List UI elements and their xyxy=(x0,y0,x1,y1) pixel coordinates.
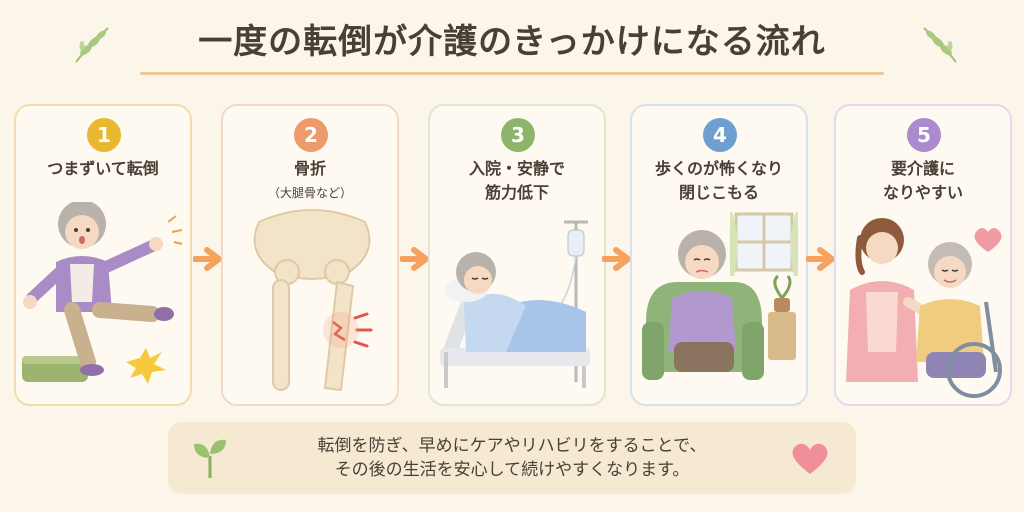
step-card-1: 1 つまずいて転倒 xyxy=(14,104,192,406)
hospital-bed-illustration xyxy=(440,220,590,388)
title-area: 一度の転倒が介護のきっかけになる流れ xyxy=(0,18,1024,66)
step-number-badge: 3 xyxy=(501,118,535,152)
step-card-4: 4 歩くのが怖くなり 閉じこもる xyxy=(630,104,808,406)
arrow-right-icon xyxy=(400,247,429,271)
arrow-right-icon xyxy=(806,247,835,271)
step-card-5: 5 要介護に なりやすい xyxy=(834,104,1012,406)
summary-line-2: その後の生活を安心して続けやすくなります。 xyxy=(334,460,690,480)
heart-icon xyxy=(792,443,828,474)
step-caption-line1: つまずいて転倒 xyxy=(47,159,159,178)
step-number-badge: 2 xyxy=(294,118,328,152)
step-number-badge: 1 xyxy=(87,118,121,152)
step-card-2: 2 骨折 （大腿骨など） xyxy=(221,104,399,406)
step-caption-line1: 要介護に xyxy=(890,159,955,178)
page-title: 一度の転倒が介護のきっかけになる流れ xyxy=(198,22,826,62)
fractured-femur-illustration xyxy=(253,209,373,392)
arrow-right-icon xyxy=(193,247,222,271)
summary-note: 転倒を防ぎ、早めにケアやリハビリをすることで、 その後の生活を安心して続けやすく… xyxy=(168,422,856,494)
step-caption-line1: 入院・安静で xyxy=(468,159,565,178)
caregiver-wheelchair-illustration xyxy=(846,218,1002,398)
step-caption-line2: 閉じこもる xyxy=(678,183,759,202)
leaf-sprig-icon xyxy=(75,27,109,63)
leaf-sprig-icon xyxy=(923,27,957,63)
summary-line-1: 転倒を防ぎ、早めにケアやリハビリをすることで、 xyxy=(317,436,707,456)
summary-text: 転倒を防ぎ、早めにケアやリハビリをすることで、 その後の生活を安心して続けやすく… xyxy=(168,434,856,482)
step-caption-line2: （大腿骨など） xyxy=(267,186,352,200)
step-caption-line1: 歩くのが怖くなり xyxy=(654,159,783,178)
arrow-right-icon xyxy=(602,247,631,271)
falling-elder-illustration xyxy=(22,202,183,384)
withdrawn-elder-illustration xyxy=(642,212,798,380)
step-caption-line2: 筋力低下 xyxy=(484,183,549,202)
sprout-icon xyxy=(194,439,226,478)
step-number-badge: 4 xyxy=(703,118,737,152)
step-caption-line2: なりやすい xyxy=(882,183,963,202)
step-number-badge: 5 xyxy=(907,118,941,152)
title-underline xyxy=(140,72,884,75)
step-caption-line1: 骨折 xyxy=(293,159,326,178)
step-card-3: 3 入院・安静で 筋力低下 xyxy=(428,104,606,406)
